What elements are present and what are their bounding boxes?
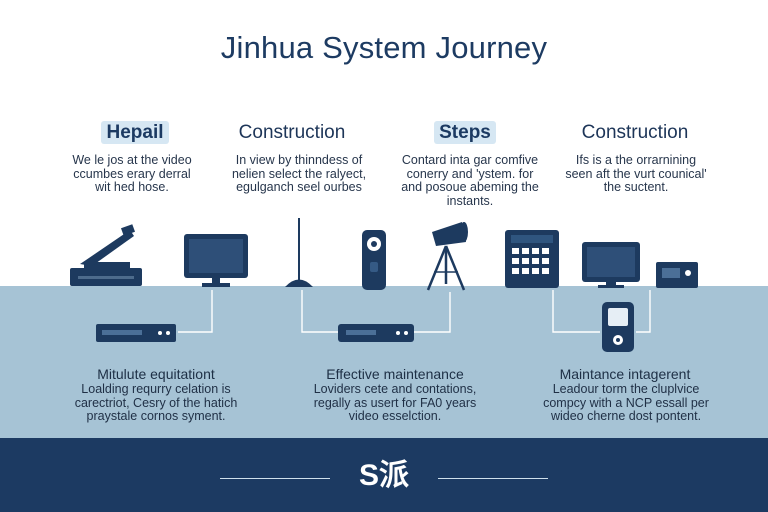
footer-divider-left bbox=[220, 478, 330, 479]
excavator-icon bbox=[70, 224, 142, 286]
section-title-1: Mitulute equitationt bbox=[97, 366, 215, 382]
section-title-3: Maintance intagerent bbox=[559, 366, 691, 382]
speaker-icon bbox=[362, 230, 386, 290]
page-title: Jinhua System Journey bbox=[220, 30, 548, 65]
column-heading-2: Construction bbox=[238, 122, 346, 143]
column-heading-3: Steps bbox=[400, 121, 530, 146]
column-text-2: In view by thinndess of nelien select th… bbox=[231, 153, 367, 194]
column-text-4: Ifs is a the orrarnining seen aft the vu… bbox=[565, 153, 707, 194]
antenna-icon bbox=[285, 218, 313, 287]
column-text-3: Contard inta gar comfive conerry and 'ys… bbox=[401, 153, 539, 208]
small-monitor-icon bbox=[582, 242, 640, 288]
handheld-device-icon bbox=[602, 302, 634, 352]
connector-lines bbox=[178, 290, 651, 333]
control-panel-icon bbox=[505, 230, 559, 288]
rack-device-icon bbox=[96, 324, 176, 342]
router-icon bbox=[338, 324, 414, 342]
column-heading-1: Hepail bbox=[70, 121, 200, 146]
footer-logo: S派 bbox=[358, 459, 409, 492]
section-text-3: Leadour torm the cluplvice compcy with a… bbox=[543, 382, 709, 423]
section-text-2: Loviders cete and contations, regally as… bbox=[313, 382, 477, 423]
light-blue-band bbox=[0, 286, 768, 438]
section-title-2: Effective maintenance bbox=[326, 366, 464, 382]
monitor-icon bbox=[184, 234, 248, 287]
footer-bar bbox=[0, 438, 768, 512]
column-text-1: We le jos at the video ccumbes erary der… bbox=[72, 153, 192, 194]
footer-divider-right bbox=[438, 478, 548, 479]
column-heading-4: Construction bbox=[581, 122, 689, 143]
section-text-1: Loalding requrry celation is carectriot,… bbox=[74, 382, 238, 423]
radio-icon bbox=[656, 262, 698, 288]
telescope-icon bbox=[426, 222, 468, 291]
